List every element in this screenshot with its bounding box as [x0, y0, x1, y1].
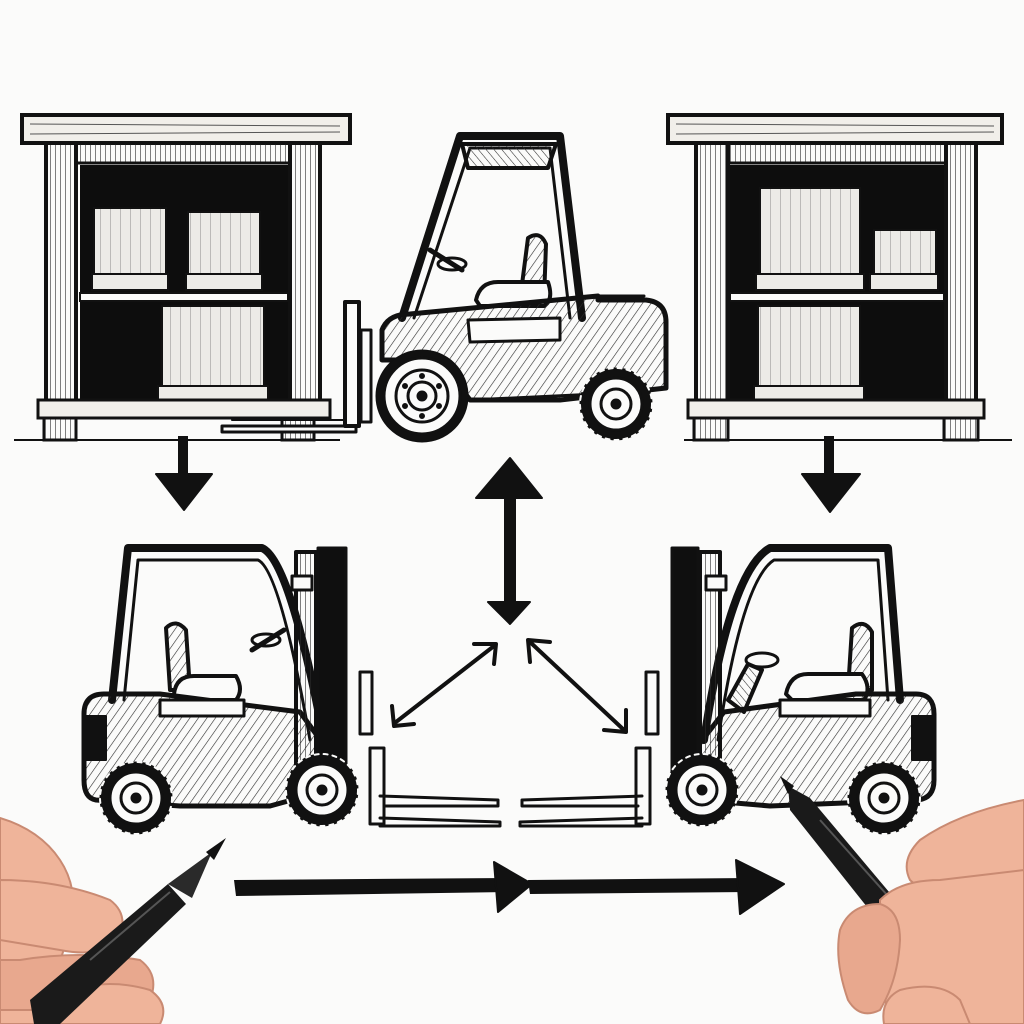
- storage-rack-right: [666, 113, 1012, 442]
- pen-icon: [30, 838, 226, 1024]
- double-arrow-diagonal-right-icon: [526, 638, 628, 734]
- arrow-down-left-icon: [155, 436, 213, 511]
- double-arrow-vertical-icon: [475, 457, 543, 625]
- forklift-bottom-right: [518, 544, 937, 836]
- right-hand-with-pen: [780, 776, 1024, 1024]
- left-hand-with-pen: [0, 816, 226, 1024]
- forklift-top: [220, 132, 669, 444]
- forklift-bottom-left: [81, 544, 502, 836]
- arrow-down-right-icon: [801, 436, 861, 513]
- double-arrow-diagonal-left-icon: [390, 642, 498, 728]
- arrow-right-icon: [234, 859, 785, 915]
- storage-rack-left: [14, 113, 352, 442]
